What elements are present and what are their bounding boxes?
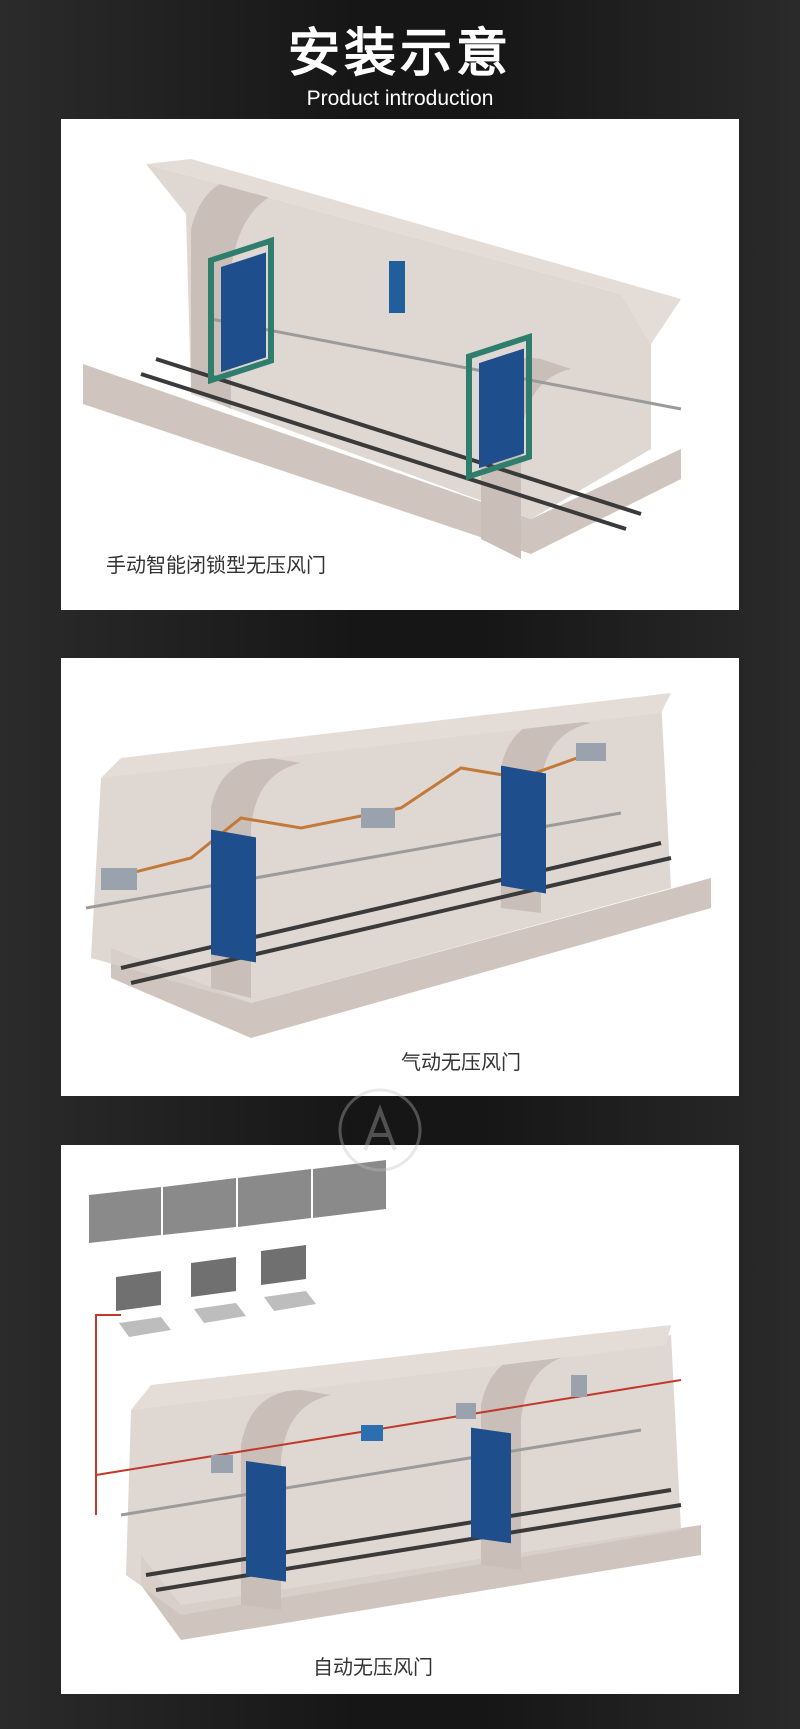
- door-frame: [466, 332, 532, 481]
- signal-cable: [95, 1314, 121, 1515]
- panel-pneumatic-door: 气动无压风门: [61, 658, 739, 1096]
- air-cylinder: [389, 261, 405, 313]
- panel-automatic-door: 自动无压风门: [61, 1145, 739, 1694]
- control-box: [571, 1375, 587, 1397]
- rail: [140, 372, 627, 531]
- page-title: 安装示意: [287, 24, 512, 84]
- rail: [130, 856, 672, 985]
- page-header: 安装示意 Product introduction: [0, 22, 800, 112]
- panel-manual-door: 手动智能闭锁型无压风门: [61, 119, 739, 610]
- control-box: [101, 868, 137, 890]
- tunnel-illustration-1: [83, 159, 682, 559]
- pipe: [120, 1428, 642, 1517]
- control-box: [361, 808, 395, 828]
- rail: [155, 357, 642, 516]
- workstation: [191, 1257, 246, 1323]
- door-frame: [208, 236, 274, 385]
- control-box: [456, 1403, 476, 1419]
- monitor-wall: [89, 1160, 386, 1243]
- caption-automatic-door: 自动无压风门: [313, 1655, 433, 1679]
- tunnel-roof: [101, 693, 671, 778]
- door-panel: [211, 829, 256, 963]
- door-panel: [479, 348, 524, 469]
- door-panel: [221, 252, 266, 373]
- tunnel-illustration-3: [89, 1160, 701, 1640]
- rail: [155, 1503, 682, 1592]
- tunnel-roof: [131, 1325, 671, 1410]
- control-box: [361, 1425, 383, 1441]
- tunnel-body: [126, 1335, 681, 1615]
- door-panel: [501, 765, 546, 894]
- control-box: [576, 743, 606, 761]
- pipe: [210, 317, 682, 411]
- tunnel-roof: [146, 159, 681, 344]
- tunnel-illustration-2: [85, 693, 711, 1038]
- door-panel: [246, 1461, 286, 1582]
- caption-pneumatic-door: 气动无压风门: [401, 1050, 521, 1074]
- tunnel-floor: [141, 1525, 701, 1640]
- door-panel: [471, 1427, 511, 1544]
- watermark-logo: [338, 1088, 422, 1172]
- tunnel-arch-left: [191, 177, 291, 409]
- workstation: [116, 1271, 171, 1337]
- control-box: [211, 1455, 233, 1473]
- page-subtitle: Product introduction: [306, 87, 494, 110]
- rail: [145, 1488, 672, 1577]
- workstation: [261, 1245, 316, 1311]
- caption-manual-door: 手动智能闭锁型无压风门: [106, 553, 326, 577]
